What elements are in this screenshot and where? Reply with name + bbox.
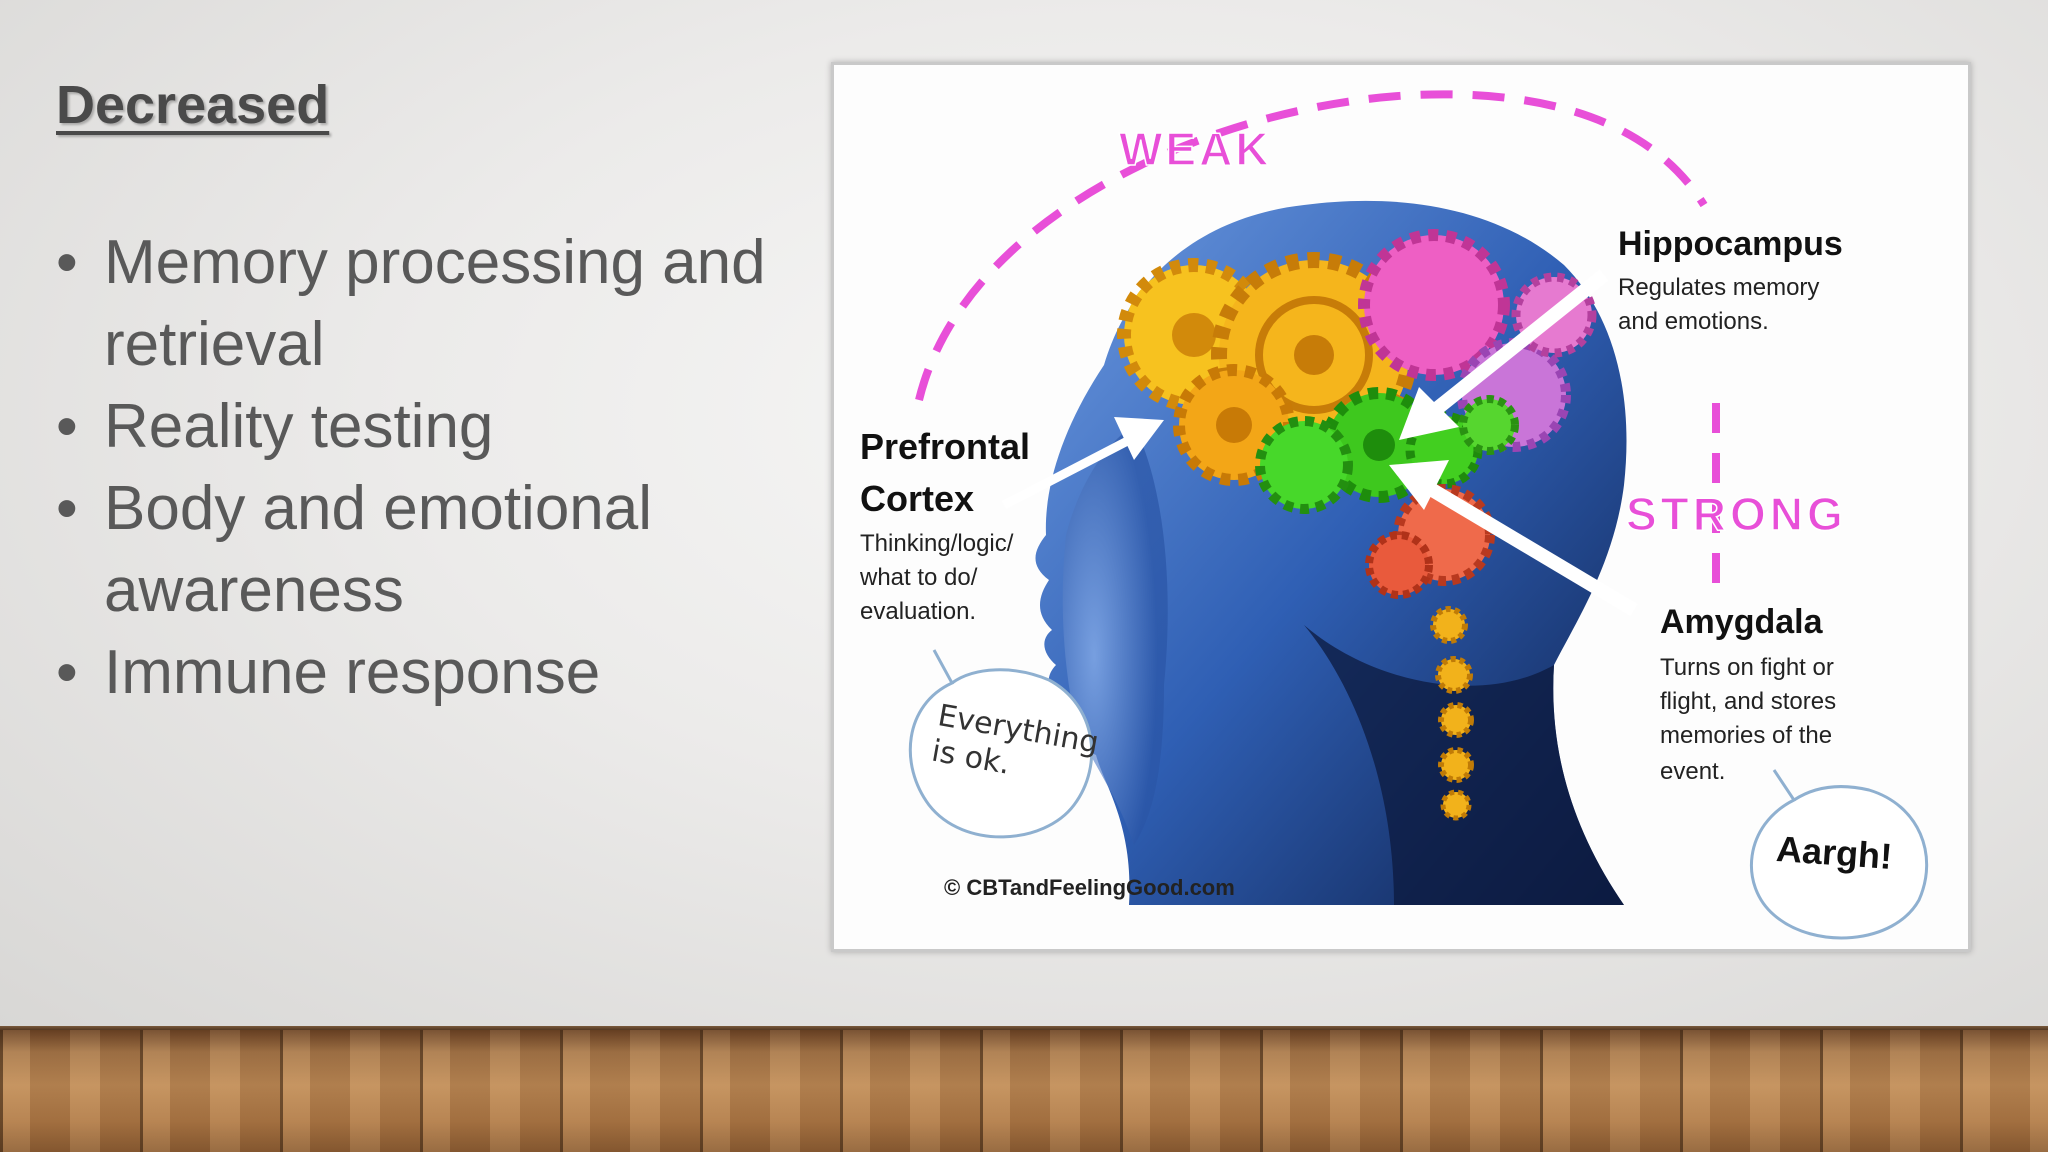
bullet-icon: • [56,392,78,461]
wall-baseboard [0,1026,2048,1032]
amygdala-callout: Amygdala Turns on fight or flight, and s… [1660,603,1836,785]
weak-label: WEAK [1119,123,1272,175]
bullet-icon: • [56,638,78,707]
hippocampus-desc-line: and emotions. [1618,308,1769,335]
bullet-list: • Memory processing and retrieval • Realit… [56,222,776,714]
strong-label: STRONG [1626,488,1847,540]
bullet-text: Memory processing and retrieval [104,228,766,379]
bullet-text: Body and emotional awareness [104,474,653,625]
amygdala-desc-line: flight, and stores [1660,688,1836,715]
bullet-item: • Body and emotional awareness [56,468,776,632]
hippocampus-title: Hippocampus [1618,225,1843,263]
prefrontal-title-line1: Prefrontal [860,426,1030,467]
hippocampus-desc-line: Regulates memory [1618,274,1819,301]
amygdala-desc-line: memories of the [1660,722,1832,749]
prefrontal-desc-line: what to do/ [859,564,978,591]
panic-bubble-text: Aargh! [1775,828,1894,877]
prefrontal-title-line2: Cortex [860,478,974,519]
bullet-item: • Memory processing and retrieval [56,222,776,386]
bullet-item: • Immune response [56,632,776,714]
amygdala-title: Amygdala [1660,603,1824,641]
prefrontal-desc-line: evaluation. [860,598,976,625]
prefrontal-desc-line: Thinking/logic/ [860,530,1014,557]
hippocampus-callout: Hippocampus Regulates memory and emotion… [1618,225,1843,335]
panic-speech-bubble: Aargh! [1750,769,1929,940]
brain-diagram-image: WEAK STRONG Prefrontal Cortex Thinking/l… [831,62,1971,952]
brain-diagram-svg: WEAK STRONG Prefrontal Cortex Thinking/l… [859,90,1929,940]
wooden-floor [0,1030,2048,1152]
arrows [1001,269,1638,617]
amygdala-desc-line: event. [1660,758,1725,785]
bullet-text: Reality testing [104,392,494,461]
amygdala-desc-line: Turns on fight or [1660,654,1834,681]
weak-dashed-arc [915,90,1708,401]
calm-speech-bubble: Everything is ok. [908,649,1101,839]
prefrontal-cortex-callout: Prefrontal Cortex Thinking/logic/ what t… [859,426,1030,625]
slide-heading: Decreased [56,75,330,135]
bullet-text: Immune response [104,638,601,707]
copyright-text: © CBTandFeelingGood.com [944,875,1235,900]
bullet-item: • Reality testing [56,386,776,468]
bullet-icon: • [56,474,78,543]
bullet-icon: • [56,228,78,297]
